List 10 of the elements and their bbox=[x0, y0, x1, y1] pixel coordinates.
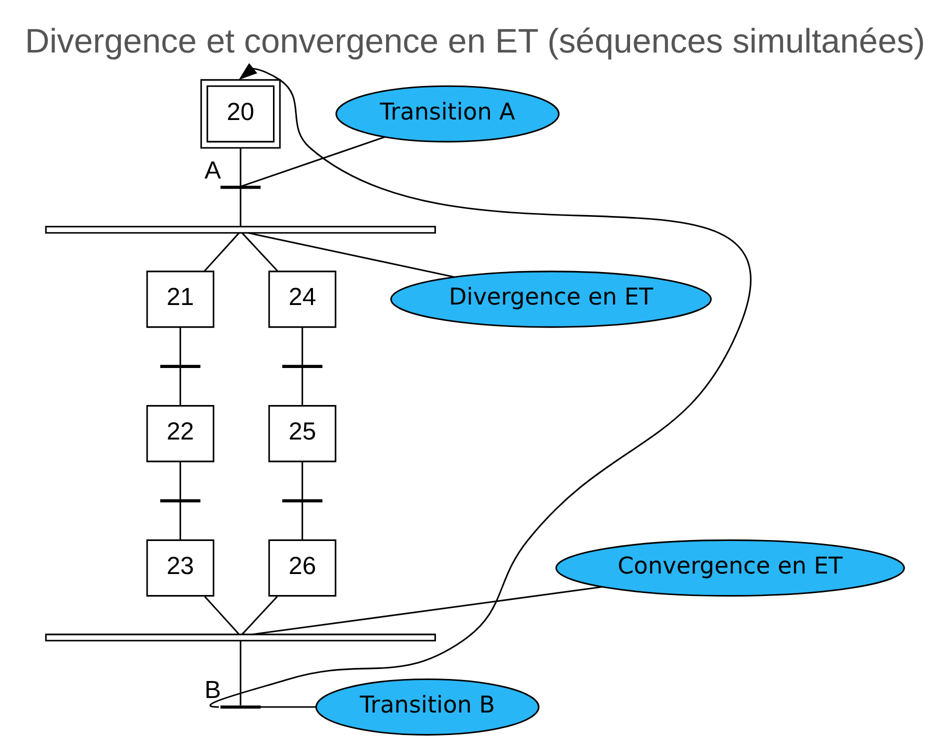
diagram-title: Divergence et convergence en ET (séquences simultanées) bbox=[24, 22, 926, 60]
node-bar bbox=[160, 364, 200, 368]
node-box: 21 bbox=[146, 270, 214, 328]
node-bar bbox=[160, 498, 200, 502]
connector bbox=[180, 326, 182, 365]
node-box: 22 bbox=[146, 404, 214, 462]
connector bbox=[180, 366, 182, 406]
connector bbox=[180, 501, 182, 540]
node-box: 23 bbox=[146, 538, 214, 596]
connector bbox=[180, 461, 182, 500]
